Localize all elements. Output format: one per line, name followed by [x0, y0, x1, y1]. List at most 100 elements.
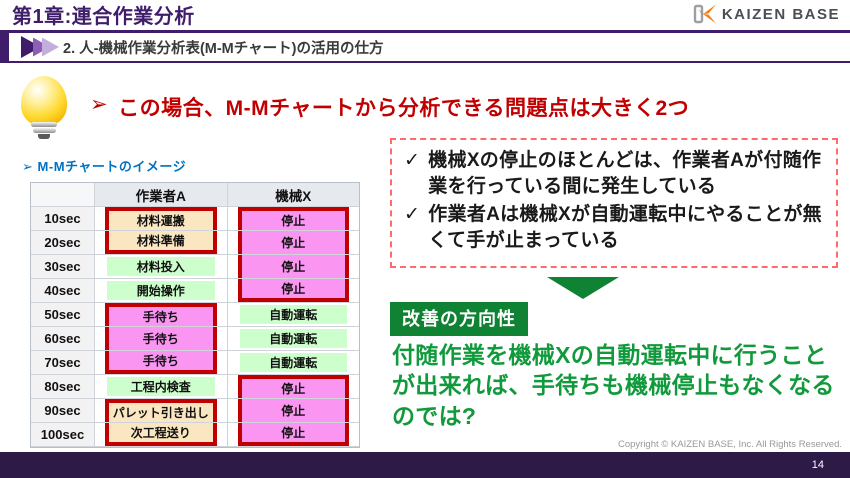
machine-cell: 停止 — [227, 399, 359, 423]
activity-block: 停止 — [237, 231, 349, 254]
finding-text: 作業者Aは機械Xが自動運転中にやることが無くて手が止まっている — [428, 204, 822, 251]
activity-block: 停止 — [237, 375, 349, 398]
table-row: 80sec 工程内検査 停止 — [31, 375, 359, 399]
activity-block: 自動運転 — [239, 353, 347, 372]
check-icon: ✓ — [404, 204, 421, 226]
worker-cell: 手待ち — [95, 327, 228, 351]
table-row: 20sec 材料準備停止 — [31, 231, 359, 255]
column-header-time — [31, 183, 95, 207]
machine-cell: 停止 — [227, 231, 359, 255]
worker-cell: 材料準備 — [95, 231, 228, 255]
activity-block: 停止 — [237, 423, 349, 446]
worker-cell: 材料投入 — [95, 255, 228, 279]
lightbulb-base — [32, 128, 56, 133]
worker-cell: 材料運搬 — [95, 207, 228, 231]
check-icon: ✓ — [404, 150, 421, 171]
page-number: 14 — [811, 459, 824, 471]
lightbulb-icon — [14, 76, 74, 142]
headline-text: この場合、M-Mチャートから分析できる問題点は大きく2つ — [118, 97, 690, 120]
machine-cell: 停止 — [227, 375, 359, 399]
activity-block: 自動運転 — [239, 305, 347, 324]
arrow-bullet-icon: ➢ — [22, 159, 34, 174]
column-header-worker: 作業者A — [95, 183, 228, 207]
time-cell: 10sec — [31, 207, 95, 231]
activity-block: 停止 — [237, 207, 349, 230]
machine-cell: 自動運転 — [227, 351, 359, 375]
activity-block: 工程内検査 — [107, 377, 215, 396]
footer-bar: 14 — [0, 452, 850, 478]
machine-cell: 停止 — [227, 423, 359, 447]
machine-cell: 停止 — [227, 207, 359, 231]
mm-chart-label-text: M-Mチャートのイメージ — [37, 159, 187, 174]
lightbulb-tip — [38, 134, 50, 139]
headline: ➢ この場合、M-Mチャートから分析できる問題点は大きく2つ — [90, 92, 689, 122]
activity-block: 材料準備 — [105, 231, 217, 254]
table-row: 40sec 開始操作 停止 — [31, 279, 359, 303]
finding-text: 機械Xの停止のほとんどは、作業者Aが付随作業を行っている間に発生している — [428, 150, 822, 197]
finding-item: ✓ 機械Xの停止のほとんどは、作業者Aが付随作業を行っている間に発生している — [404, 148, 826, 199]
table-row: 60sec 手待ち 自動運転 — [31, 327, 359, 351]
table-row: 70sec 手待ち 自動運転 — [31, 351, 359, 375]
kaizen-base-logo: KAIZEN BASE — [691, 1, 840, 27]
section-left-bar — [0, 33, 9, 61]
worker-cell: 次工程送り — [95, 423, 228, 447]
machine-cell: 停止 — [227, 255, 359, 279]
table-row: 10sec 材料運搬停止 — [31, 207, 359, 231]
activity-block: 開始操作 — [107, 281, 215, 300]
machine-cell: 自動運転 — [227, 303, 359, 327]
time-cell: 20sec — [31, 231, 95, 255]
worker-cell: 手待ち — [95, 351, 228, 375]
activity-block: 自動運転 — [239, 329, 347, 348]
table-row: 50sec 手待ち 自動運転 — [31, 303, 359, 327]
worker-cell: 工程内検査 — [95, 375, 228, 399]
time-cell: 100sec — [31, 423, 95, 447]
copyright-text: Copyright © KAIZEN BASE, Inc. All Rights… — [617, 439, 842, 450]
activity-block: 手待ち — [105, 303, 217, 326]
chevron-right-icon — [42, 37, 59, 57]
arrow-bullet-icon: ➢ — [90, 93, 109, 116]
time-cell: 70sec — [31, 351, 95, 375]
activity-block: パレット引き出し — [105, 399, 217, 422]
down-arrow-icon — [547, 277, 619, 299]
activity-block: 材料運搬 — [105, 207, 217, 230]
table-row: 90sec パレット引き出し停止 — [31, 399, 359, 423]
mm-chart-label: ➢ M-Mチャートのイメージ — [22, 156, 186, 175]
time-cell: 40sec — [31, 279, 95, 303]
activity-block: 手待ち — [105, 351, 217, 374]
time-cell: 90sec — [31, 399, 95, 423]
improvement-text: 付随作業を機械Xの自動運転中に行うことが出来れば、手待ちも機械停止もなくなるので… — [392, 342, 835, 429]
finding-item: ✓ 作業者Aは機械Xが自動運転中にやることが無くて手が止まっている — [404, 202, 826, 253]
machine-cell: 停止 — [227, 279, 359, 303]
time-cell: 80sec — [31, 375, 95, 399]
chevrons-icon — [21, 36, 59, 58]
activity-block: 次工程送り — [105, 423, 217, 446]
activity-block: 手待ち — [105, 327, 217, 350]
worker-cell: 開始操作 — [95, 279, 228, 303]
activity-block: 停止 — [237, 399, 349, 422]
table-row: 100sec 次工程送り停止 — [31, 423, 359, 447]
table-header-row: 作業者A 機械X — [31, 183, 359, 207]
findings-box: ✓ 機械Xの停止のほとんどは、作業者Aが付随作業を行っている間に発生している ✓… — [390, 138, 838, 268]
activity-block: 停止 — [237, 255, 349, 278]
lightbulb-glass — [21, 76, 67, 126]
kaizen-base-logo-icon — [693, 4, 716, 24]
logo-text: KAIZEN BASE — [721, 5, 840, 23]
lightbulb-base — [31, 122, 57, 127]
time-cell: 60sec — [31, 327, 95, 351]
worker-cell: 手待ち — [95, 303, 228, 327]
machine-cell: 自動運転 — [227, 327, 359, 351]
time-cell: 50sec — [31, 303, 95, 327]
table-row: 30sec 材料投入 停止 — [31, 255, 359, 279]
column-header-machine: 機械X — [227, 183, 359, 207]
title-bar: 第1章:連合作業分析 KAIZEN BASE — [0, 0, 850, 33]
activity-block: 材料投入 — [107, 257, 215, 276]
time-cell: 30sec — [31, 255, 95, 279]
section-header: 2. 人-機械作業分析表(M-Mチャート)の活用の仕方 — [0, 33, 850, 63]
section-title: 2. 人-機械作業分析表(M-Mチャート)の活用の仕方 — [63, 40, 384, 57]
activity-block: 停止 — [237, 279, 349, 302]
improvement-badge: 改善の方向性 — [390, 302, 528, 336]
page-title: 第1章:連合作業分析 — [12, 5, 195, 28]
